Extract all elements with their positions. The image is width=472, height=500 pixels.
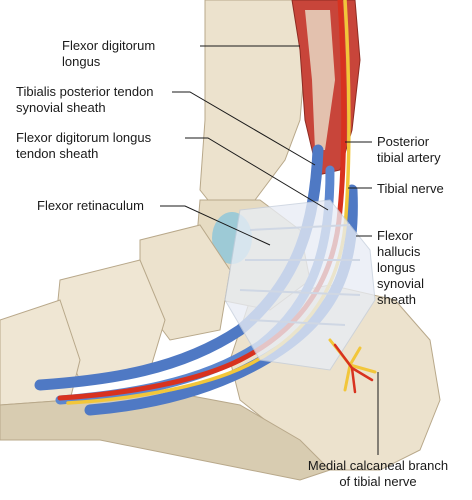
muscle-tendon-highlight — [305, 10, 335, 150]
label-line: Medial calcaneal branch — [307, 458, 449, 473]
label-line: tibial artery — [377, 150, 441, 165]
leader-fdl-tendon-sheath — [185, 137, 329, 211]
label-medial-calcaneal-branch: Medial calcaneal branch of tibial nerve — [298, 458, 458, 490]
label-fhl-synovial-sheath: Flexor hallucis longus synovial sheath — [377, 228, 424, 308]
flexor-retinaculum-band — [224, 199, 376, 371]
label-line: Tibial nerve — [377, 181, 444, 196]
leader-flexor-retinaculum — [160, 205, 271, 246]
label-tibial-nerve: Tibial nerve — [377, 181, 444, 197]
leader-lines — [160, 45, 379, 455]
label-line: Tibialis posterior tendon — [16, 84, 154, 99]
label-tibialis-posterior-sheath: Tibialis posterior tendon synovial sheat… — [16, 84, 154, 116]
medial-calcaneal-branch-artery — [333, 343, 374, 394]
label-line: Flexor digitorum — [62, 38, 156, 53]
label-line: Flexor — [377, 228, 414, 243]
label-flexor-retinaculum: Flexor retinaculum — [37, 198, 144, 214]
label-fdl-tendon-sheath: Flexor digitorum longus tendon sheath — [16, 130, 151, 162]
leader-tibialis-posterior-sheath — [172, 91, 316, 166]
label-line: synovial — [377, 276, 424, 291]
label-line: Flexor retinaculum — [37, 198, 144, 213]
retinaculum-fibers — [239, 224, 361, 326]
label-line: synovial sheath — [16, 100, 106, 115]
label-posterior-tibial-artery: Posterior tibial artery — [377, 134, 441, 166]
label-line: longus — [377, 260, 416, 275]
label-line: tendon sheath — [16, 146, 99, 161]
label-line: longus — [62, 54, 101, 69]
label-line: Flexor digitorum longus — [16, 130, 152, 145]
label-line: hallucis — [377, 244, 421, 259]
label-line: Posterior — [377, 134, 430, 149]
label-line: sheath — [377, 292, 417, 307]
label-flexor-digitorum-longus: Flexor digitorum longus — [62, 38, 155, 70]
label-line: of tibial nerve — [339, 474, 417, 489]
